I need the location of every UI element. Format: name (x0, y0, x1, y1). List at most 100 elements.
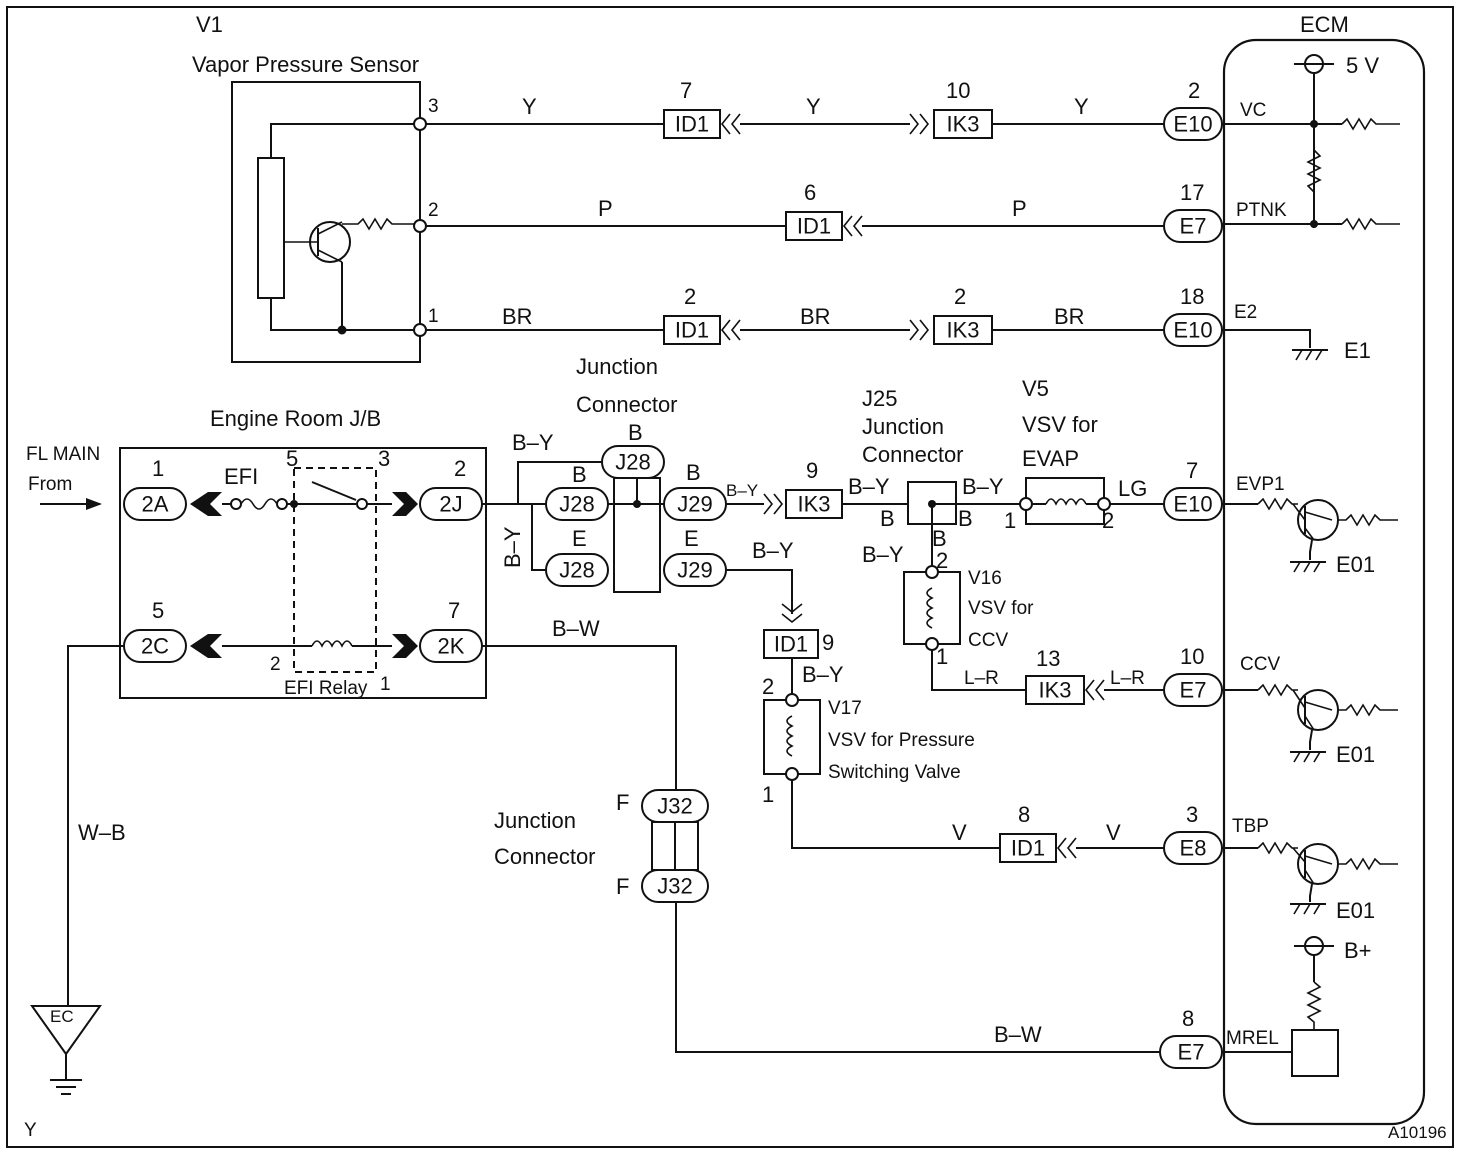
wire-color-label: L–R (1110, 668, 1145, 689)
wire-color-label: Y (1074, 94, 1089, 119)
plug-symbol (392, 634, 418, 658)
connector-id1 (663, 109, 721, 139)
connector-label: E7 (1180, 678, 1207, 703)
fuse-label: EFI (224, 464, 258, 489)
pin-label: 3 (378, 446, 390, 471)
connector-e10 (1163, 313, 1223, 347)
connector-label: IK3 (946, 112, 979, 137)
wire-color-label: B–Y (848, 474, 890, 499)
ground-e01-label: E01 (1336, 898, 1375, 923)
relay-switch-symbol (311, 481, 368, 510)
pin-label: 1 (936, 644, 948, 669)
wire-color-label: B–Y (500, 526, 525, 568)
wire-color-label: V (952, 820, 967, 845)
transistor-symbol (1292, 689, 1339, 731)
pin-label: B (686, 460, 701, 485)
mrel-relay-box (1291, 1029, 1339, 1077)
v5-line1: V5 (1022, 376, 1049, 401)
efi-relay-dashed-box (293, 467, 377, 673)
connector-label: J29 (677, 492, 712, 517)
connector-e10 (1163, 107, 1223, 141)
transistor-symbol (1292, 843, 1339, 885)
connector-id1 (785, 211, 843, 241)
v5-line3: EVAP (1022, 446, 1079, 471)
wire-color-label: B–Y (752, 538, 794, 563)
connector-label: J32 (657, 794, 692, 819)
ecm-box (1222, 38, 1426, 1126)
pin-label: F (616, 874, 629, 899)
connector-label: 2A (142, 492, 169, 517)
connector-label: E7 (1180, 214, 1207, 239)
jb-title: Engine Room J/B (210, 406, 381, 431)
ecm-pin-vc: VC (1240, 100, 1266, 121)
pin-label: 7 (1186, 458, 1198, 483)
connector-label: J32 (657, 874, 692, 899)
figure-id: A10196 (1388, 1123, 1447, 1142)
resistor-symbol (1306, 149, 1322, 193)
wire-color-label: B–Y (802, 662, 844, 687)
pin-label: 9 (822, 630, 834, 655)
connector-label: ID1 (797, 214, 831, 239)
solenoid-coil-symbol (786, 715, 794, 757)
bplus-terminal (1294, 936, 1334, 1030)
pin-label: 8 (1182, 1006, 1194, 1031)
ecm-pin-ptnk: PTNK (1236, 200, 1287, 221)
v17-line1: V17 (828, 698, 862, 719)
v16-line2: VSV for (968, 598, 1034, 619)
pin-label: E (684, 526, 699, 551)
pin-label: 1 (152, 456, 164, 481)
pin-label: B (958, 506, 973, 531)
sensor-id: V1 (196, 12, 223, 37)
wire-color-label: Y (522, 94, 537, 119)
wire-color-label: L–R (964, 668, 999, 689)
connector-label: E8 (1180, 836, 1207, 861)
connector-ik3 (1025, 675, 1085, 705)
vsv-pressure-box (763, 699, 821, 775)
ground-e1-label: E1 (1344, 338, 1371, 363)
connector-label: ID1 (1011, 836, 1045, 861)
junction2-line1: Junction (494, 808, 576, 833)
pin-label: 2 (954, 284, 966, 309)
sensor-terminal-2 (413, 219, 427, 233)
v17-line2: VSV for Pressure (828, 730, 975, 751)
connector-e7 (1159, 1035, 1223, 1069)
wire-color-label: B–Y (512, 430, 554, 455)
ground-symbol (1290, 903, 1326, 915)
sensor-terminal-1 (413, 323, 427, 337)
wire-color-label: LG (1118, 476, 1147, 501)
pin-label: 6 (804, 180, 816, 205)
pin-label: F (616, 790, 629, 815)
connector-label: J28 (559, 492, 594, 517)
pin-label: B (572, 462, 587, 487)
wire-color-label: V (1106, 820, 1121, 845)
connector-id1 (663, 315, 721, 345)
relay-coil-symbol (311, 640, 353, 648)
pin-label: 1 (1004, 508, 1016, 533)
ecm-pin-e2: E2 (1234, 302, 1257, 323)
connector-ik3 (785, 489, 843, 519)
ground-symbol (1292, 349, 1328, 361)
supply-5v-label: 5 V (1346, 53, 1379, 78)
wire-color-label: P (1012, 196, 1027, 221)
pin-label: 7 (448, 598, 460, 623)
v16-line3: CCV (968, 630, 1008, 651)
wire-color-label: BR (502, 304, 533, 329)
pin-label: 3 (1186, 802, 1198, 827)
connector-id1 (999, 833, 1057, 863)
wire-color-label: B–Y (962, 474, 1004, 499)
ground-ec-label: EC (50, 1007, 74, 1026)
pin-label: 2 (684, 284, 696, 309)
wire-color-label: BR (800, 304, 831, 329)
from-label: From (28, 474, 72, 495)
pin-label: 2 (1102, 508, 1114, 533)
transistor-symbol (284, 221, 351, 263)
connector-label: ID1 (675, 112, 709, 137)
connector-label: J28 (559, 558, 594, 583)
supply-5v-terminal (1294, 54, 1334, 228)
connector-label: E10 (1173, 112, 1212, 137)
connector-e7 (1163, 209, 1223, 243)
connector-ik3 (933, 315, 993, 345)
pin-label: 10 (1180, 644, 1204, 669)
connector-label: E10 (1173, 492, 1212, 517)
